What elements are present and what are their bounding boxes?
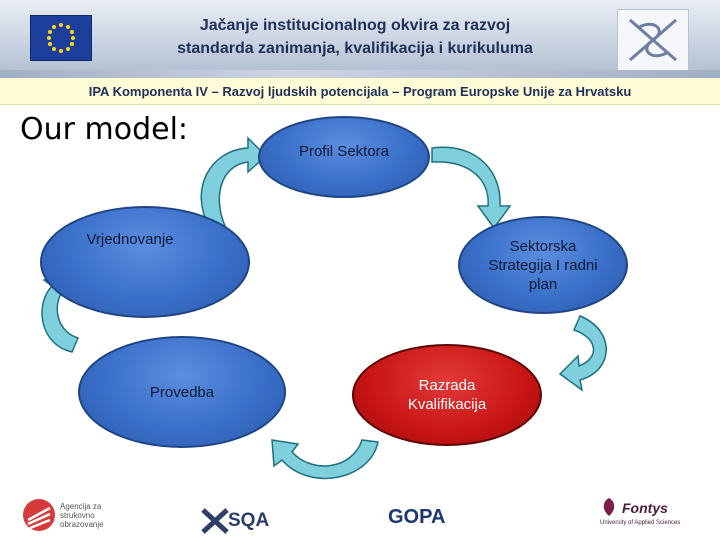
node-label: Sektorska Strategija I radni plan <box>488 237 598 293</box>
header-title-line2: standarda zanimanja, kvalifikacija i kur… <box>177 40 533 57</box>
arrow-to-sektorska-icon <box>431 146 512 230</box>
node-razrada-kvalifikacija: Razrada Kvalifikacija <box>352 344 542 446</box>
header-stripe <box>0 70 720 78</box>
fontys-logo: Fontys University of Applied Sciences <box>598 496 698 536</box>
fontys-logo-text: Fontys <box>622 500 668 516</box>
agencija-logo-text: Agencija za strukovno obrazovanje <box>60 502 104 529</box>
node-profil-sektora: Profil Sektora <box>258 116 430 198</box>
header-title: Jačanje institucionalnog okvira za razvo… <box>170 14 540 60</box>
project-logo-icon <box>617 9 689 71</box>
node-provedba: Provedba <box>78 336 286 448</box>
node-label: Provedba <box>149 383 215 401</box>
slide-title: Our model: <box>20 112 189 147</box>
fontys-emblem-icon <box>603 498 615 516</box>
node-vrjednovanje: Vrjednovanje <box>40 206 250 318</box>
node-label: Vrjednovanje <box>86 231 174 248</box>
eu-flag-icon <box>30 15 92 61</box>
subtitle-bar: IPA Komponenta IV – Razvoj ljudskih pote… <box>0 78 720 105</box>
node-label: Razrada Kvalifikacija <box>407 377 487 413</box>
arrow-to-profil-icon <box>200 136 268 229</box>
agencija-logo-icon <box>22 498 56 532</box>
gopa-logo: GOPA <box>388 506 445 529</box>
fontys-logo-subtext: University of Applied Sciences <box>600 520 681 526</box>
node-label: Profil Sektora <box>298 142 390 160</box>
subtitle-text: IPA Komponenta IV – Razvoj ljudskih pote… <box>88 84 632 99</box>
header-banner: Jačanje institucionalnog okvira za razvo… <box>0 0 720 78</box>
sqa-logo: SQA <box>200 506 280 536</box>
node-sektorska-strategija: Sektorska Strategija I radni plan <box>458 216 628 314</box>
header-title-line1: Jačanje institucionalnog okvira za razvo… <box>199 17 511 34</box>
sqa-x-icon <box>201 508 229 534</box>
gopa-logo-text: GOPA <box>388 506 446 528</box>
arrow-to-provedba-icon <box>271 439 379 480</box>
sqa-logo-text: SQA <box>228 510 270 531</box>
arrow-to-razrada-icon <box>558 315 607 392</box>
